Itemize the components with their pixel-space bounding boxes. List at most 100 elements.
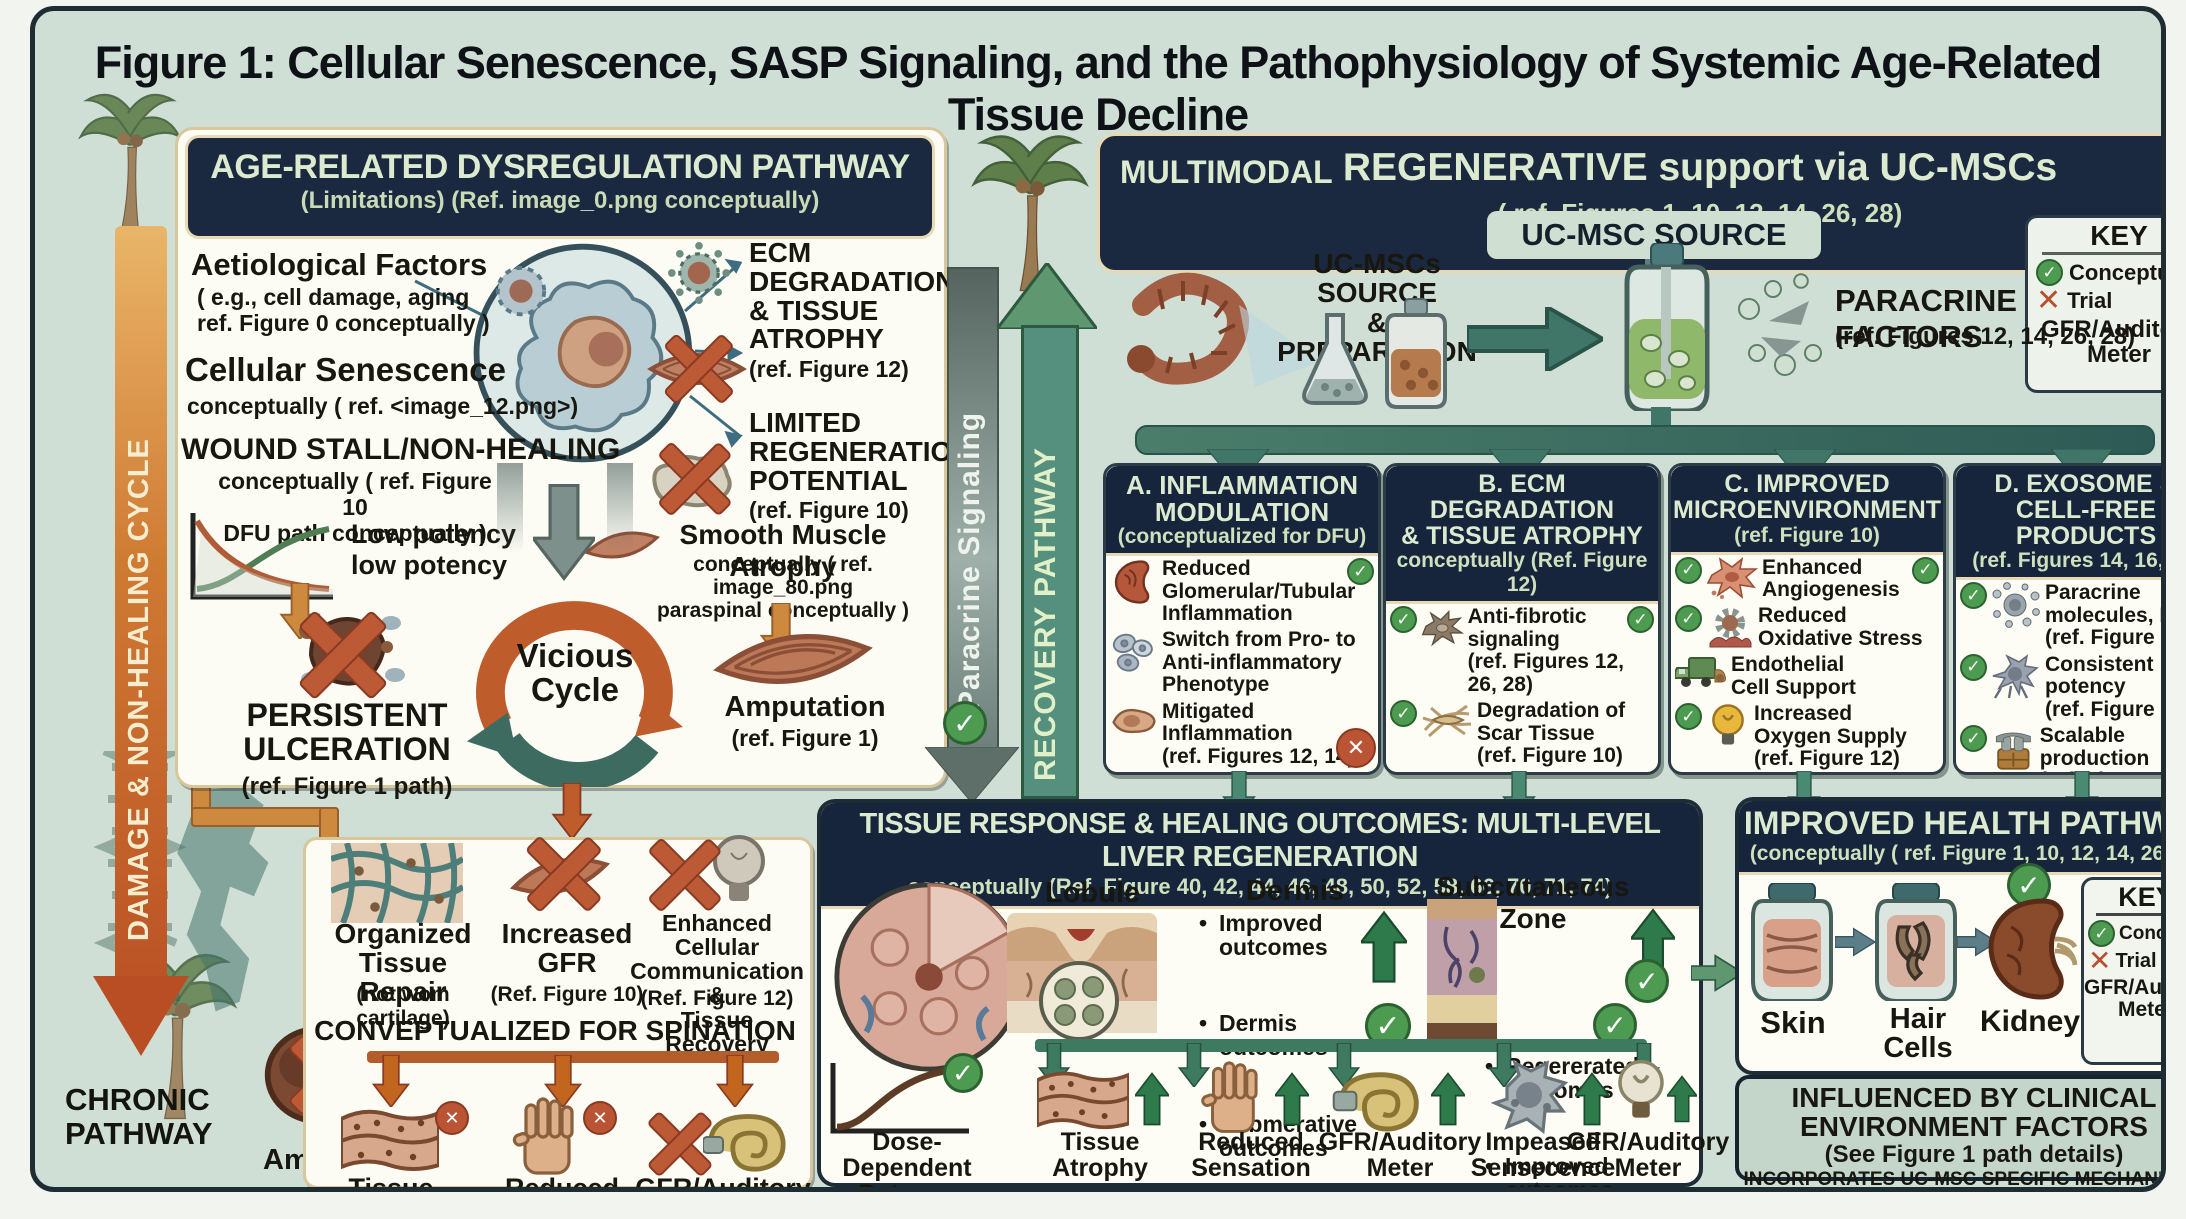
check-icon bbox=[1347, 558, 1374, 586]
column-b-title: B. ECM DEGRADATION & TISSUE ATROPHY bbox=[1401, 470, 1643, 550]
check-icon bbox=[943, 1053, 983, 1093]
muscle-icon bbox=[713, 634, 873, 684]
enhanced-sub: (Ref. Figure 12) bbox=[640, 987, 794, 1010]
fibroblast-icon bbox=[1421, 610, 1464, 647]
column-a-title: A. INFLAMMATION MODULATION bbox=[1125, 470, 1359, 527]
clinical-box: INFLUENCED BY CLINICAL ENVIRONMENT FACTO… bbox=[1735, 1075, 2161, 1187]
lobule-label: Lobule bbox=[1045, 877, 1141, 909]
column-c-sub: (ref. Figure 10) bbox=[1734, 523, 1880, 547]
column-item-text: Anti-fibrotic signaling (ref. Figures 12… bbox=[1467, 605, 1624, 696]
regenerative-title: REGENERATIVE support via UC-MSCs bbox=[1342, 146, 2058, 189]
tissue-repair-icon bbox=[331, 843, 463, 923]
up-arrow-icon bbox=[1667, 1075, 1697, 1123]
limited-title: LIMITED REGENERATION POTENTIAL bbox=[749, 407, 973, 496]
bottom-label: Tissue Atrophy bbox=[348, 1173, 434, 1192]
dose-chart bbox=[830, 1063, 969, 1134]
check-icon bbox=[1960, 582, 1987, 610]
aetiological-title: Aetiological Factors bbox=[191, 247, 488, 282]
bioreactor-icon bbox=[1995, 732, 2031, 770]
senescence-sub: conceptually ( ref. <image_12.png>) bbox=[187, 393, 579, 419]
column-d: D. EXOSOME & CELL-FREE PRODUCTS (ref. Fi… bbox=[1953, 463, 2161, 775]
msc-bottle-icon bbox=[1624, 243, 1710, 411]
check-icon bbox=[1912, 556, 1939, 584]
check-icon bbox=[1625, 959, 1669, 1003]
dermis-title: Dermis bbox=[1245, 875, 1345, 907]
collagen-icon bbox=[1421, 772, 1473, 775]
column-item-text: Reduced Oxidative Stress bbox=[1758, 604, 1923, 650]
senescent-cell-icon bbox=[473, 243, 693, 463]
paracrine-factors-title: PARACRINE FACTORS bbox=[1835, 283, 2017, 354]
x-mark-icon: ✕ bbox=[2088, 945, 2112, 976]
kidney-label: Kidney bbox=[1979, 1005, 2081, 1038]
x-badge-icon bbox=[583, 1101, 617, 1135]
right-arrow-icon bbox=[1957, 927, 1997, 957]
culture-bottle-icon bbox=[1385, 298, 1447, 409]
wound-title: WOUND STALL/NON-HEALING bbox=[181, 433, 621, 466]
aetiological-sub: ( e.g., cell damage, aging ref. Figure 0… bbox=[197, 284, 490, 336]
column-item-text: Consistent potency (ref. Figure 16) bbox=[2045, 652, 2161, 721]
hair-jar-icon bbox=[1875, 883, 1957, 1001]
tissue-panel-sub: conceptually (Ref. Figure 40, 42, 44, 46… bbox=[907, 874, 1613, 899]
low-potency-label: Low potency low potency bbox=[351, 519, 517, 581]
auditory-shell-icon bbox=[703, 1114, 786, 1172]
column-item-text: Enhanced Angiogenesis bbox=[1762, 555, 1900, 601]
amputation-title: Amputation bbox=[724, 691, 886, 723]
column-item-text: Endothelial Cell Support bbox=[1731, 653, 1856, 699]
flask-icon bbox=[1302, 313, 1368, 405]
bracket-bar bbox=[367, 1051, 779, 1063]
check-icon bbox=[2088, 920, 2115, 947]
down-arrow-icon bbox=[371, 1055, 411, 1107]
down-arrow-icon bbox=[1327, 1043, 1361, 1087]
paracrine-particles bbox=[1738, 273, 1822, 376]
truck-icon bbox=[1675, 657, 1726, 688]
potency-chart bbox=[190, 513, 333, 600]
key-box: KEY Conceptual ✕Trial GFR/Auditory Meter bbox=[2025, 215, 2161, 393]
tissue-item-label: Dose-Dependent Potency bbox=[842, 1128, 972, 1187]
smooth-muscle-sub: conceptually ( ref. image_80.png paraspi… bbox=[656, 553, 910, 623]
damage-cycle-arrow bbox=[115, 226, 167, 978]
chronic-elbow-connector bbox=[191, 807, 339, 827]
right-arrow-icon bbox=[1835, 927, 1875, 957]
tissue-panel-title: TISSUE RESPONSE & HEALING OUTCOMES: MULT… bbox=[859, 808, 1661, 873]
column-a-sub: (conceptualized for DFU) bbox=[1117, 525, 1367, 549]
paracrine-factors-sub: (ref. Figures 12, 14, 26, 28) bbox=[1835, 323, 2136, 350]
down-arrow-icon bbox=[715, 1055, 755, 1107]
check-icon bbox=[943, 701, 987, 745]
health-panel-sub: (conceptually ( ref. Figure 1, 10, 12, 1… bbox=[1749, 842, 2166, 865]
x-mark-icon bbox=[659, 329, 739, 409]
check-icon bbox=[1960, 725, 1987, 753]
dermis-bullet: Improved outcomes bbox=[1197, 911, 1389, 959]
up-arrow-icon bbox=[1275, 1072, 1309, 1126]
gray-down-arrow bbox=[533, 483, 595, 582]
clinical-line1: INFLUENCED BY CLINICAL ENVIRONMENT FACTO… bbox=[1791, 1082, 2157, 1143]
scar-tissue-icon bbox=[1422, 704, 1472, 738]
gear-icon bbox=[1709, 608, 1752, 648]
column-item-text: Degradation of Scar Tissue (ref. Figure … bbox=[1477, 699, 1626, 768]
branch-stem bbox=[1651, 407, 1671, 429]
column-a: A. INFLAMMATION MODULATION (conceptualiz… bbox=[1103, 463, 1381, 775]
branch-bar bbox=[1135, 425, 2155, 455]
organized-title: Organized Tissue Repair bbox=[334, 918, 472, 1008]
figure-frame: Figure 1: Cellular Senescence, SASP Sign… bbox=[30, 6, 2166, 1192]
skin-section-icon bbox=[1427, 899, 1497, 1039]
x-mark-icon: ✕ bbox=[2036, 284, 2062, 317]
x-mark-icon bbox=[643, 833, 727, 917]
spination-title: CONVEPTUALIZED FOR SPINATION bbox=[314, 1015, 796, 1046]
down-arrow-icon bbox=[543, 1055, 583, 1107]
x-badge-icon bbox=[435, 1101, 469, 1135]
palm-tree-icon bbox=[971, 135, 1089, 292]
up-arrow-icon bbox=[1135, 1072, 1169, 1126]
hand-icon bbox=[512, 1097, 574, 1175]
key-trial: Trial bbox=[2115, 949, 2157, 972]
column-c: C. IMPROVED MICROENVIRONMENT (ref. Figur… bbox=[1668, 463, 1946, 775]
check-icon bbox=[1390, 771, 1417, 772]
column-b-sub: conceptually (Ref. Figure 12) bbox=[1396, 549, 1648, 597]
gfr-title: Increased GFR bbox=[501, 918, 633, 979]
key-title: KEY bbox=[2096, 882, 2161, 916]
organized-sub: (not wom cartilage) bbox=[356, 983, 450, 1030]
column-item-text: Paracrine molecules, EVs (ref. Figure 14… bbox=[2045, 581, 2161, 650]
map-icon bbox=[177, 785, 269, 1012]
check-icon bbox=[1390, 606, 1417, 634]
left-panel-header: AGE-RELATED DYSREGULATION PATHWAY (Limit… bbox=[185, 135, 935, 239]
